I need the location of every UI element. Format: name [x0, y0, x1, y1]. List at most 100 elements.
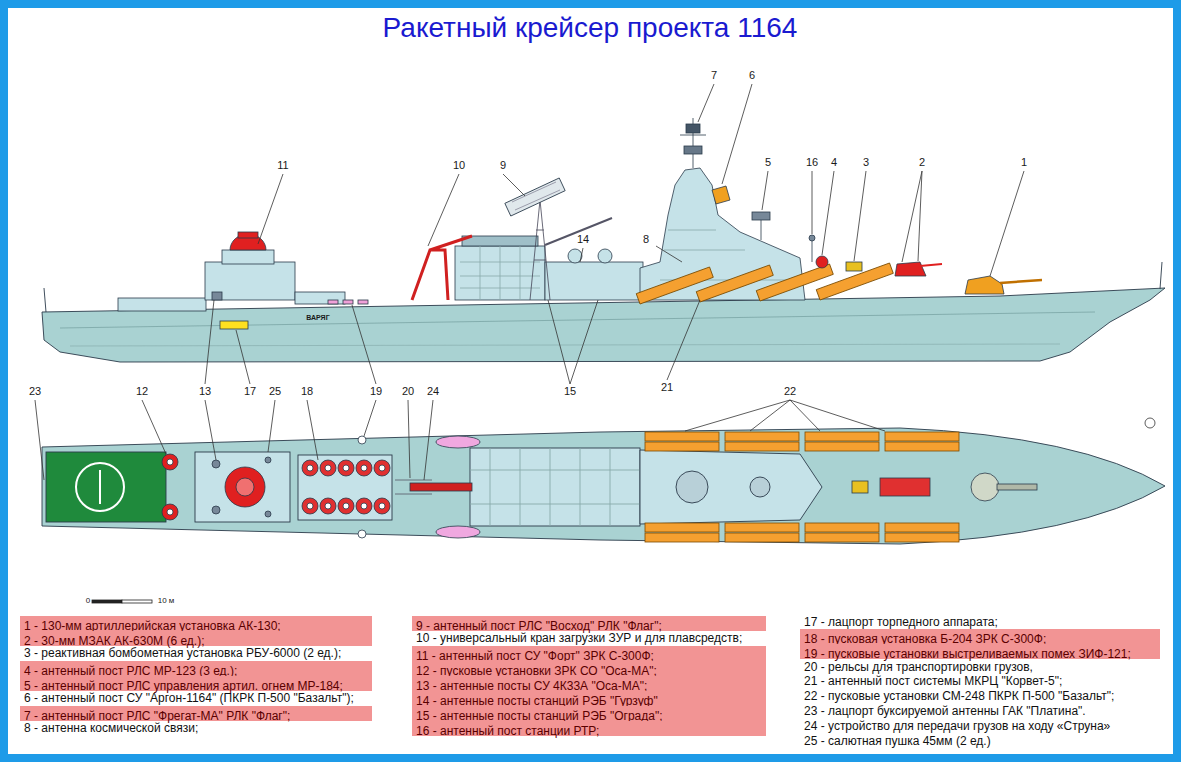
leader-line-part: [268, 400, 275, 452]
scale-label: 0: [86, 596, 90, 606]
top-missile-tubes-part: [805, 432, 879, 441]
top-missile-tubes-part: [645, 442, 719, 451]
top-hull-part: [470, 448, 640, 526]
side-superstructure-part: [118, 298, 206, 311]
callout-number: 5: [765, 156, 771, 169]
scale-bar-part: [122, 600, 152, 603]
side-equipment-part: [512, 182, 560, 210]
top-equipment-part: [852, 481, 868, 493]
top-hull-part: [750, 477, 770, 497]
side-equipment-part: [752, 212, 770, 220]
callout-number: 4: [831, 156, 837, 169]
top-equipment-part: [265, 511, 271, 517]
side-superstructure: [118, 118, 805, 311]
callout-number: 8: [643, 233, 649, 246]
top-equipment-part: [212, 460, 220, 468]
callout-number: 18: [301, 385, 313, 398]
frame-part-part: [320, 498, 336, 514]
legend-text: 25 - салютная пушка 45мм (2 ед.): [804, 734, 991, 748]
side-equipment-part: [238, 232, 258, 238]
top-missile-tubes-part: [645, 432, 719, 441]
side-equipment-part: [530, 200, 550, 300]
ship-name: ВАРЯГ: [306, 314, 329, 322]
leader-line-part: [428, 174, 459, 246]
frame-part-part: [325, 503, 331, 509]
legend-band: 7 - антенный пост РЛС "Фрегат-МА" РЛК "Ф…: [20, 706, 372, 721]
legend-band: 12 - пусковые установки ЗРК СО "Оса-МА";: [412, 661, 766, 676]
legend-text: 10 - универсальный кран загрузки ЗУР и д…: [416, 631, 742, 645]
top-equipment-part: [236, 478, 254, 496]
callout-number: 24: [427, 385, 439, 398]
leader-line-part: [822, 171, 834, 255]
side-weapons-part: [965, 276, 1004, 294]
top-equipment-part: [167, 459, 173, 465]
legend-band: 15 - антенные посты станций РЭБ "Ограда"…: [412, 706, 766, 721]
top-equipment-part: [162, 454, 178, 470]
legend-text: 23 - лацпорт буксируемой антенны ГАК "Пл…: [804, 704, 1086, 718]
frame-part-part: [302, 460, 318, 476]
leader-line-part: [854, 171, 866, 261]
top-equipment-part: [971, 473, 999, 501]
top-hull-part: [470, 448, 640, 526]
callout-number: 3: [863, 156, 869, 169]
top-equipment-part: [1145, 418, 1155, 428]
side-weapons-part: [1000, 280, 1042, 283]
leader-line-part: [902, 171, 922, 262]
frame-part-part: [379, 465, 385, 471]
frame-part-part: [374, 460, 390, 476]
leader-line-part: [352, 305, 376, 436]
side-weapons-part: [846, 262, 862, 271]
scale-bar: [92, 600, 152, 603]
frame-part-part: [356, 498, 372, 514]
leader-line-part: [142, 400, 166, 454]
legend-text: 8 - антенна космической связи;: [24, 721, 198, 735]
leader-line-part: [205, 300, 216, 460]
leader-line-part: [424, 400, 433, 480]
legend-band: 1 - 130-мм артиллерийская установка АК-1…: [20, 616, 372, 631]
top-missile-tubes-part: [885, 432, 959, 441]
frame-part-part: [307, 503, 313, 509]
side-superstructure-part: [545, 262, 643, 300]
legend-band: 11 - антенный пост СУ "Форт" ЗРК С-300Ф;: [412, 646, 766, 661]
legend-band: 16 - антенный пост станции РТР;: [412, 721, 766, 736]
side-equipment-part: [343, 300, 353, 304]
top-hull-part: [195, 452, 290, 522]
frame-part-part: [338, 460, 354, 476]
top-missile-tubes-part: [805, 442, 879, 451]
callout-number: 11: [277, 159, 288, 172]
callout-number: 15: [564, 385, 576, 398]
callout-number: 17: [244, 385, 256, 398]
top-missile-tubes-part: [805, 523, 879, 532]
legend-text: 3 - реактивная бомбометная установка РБУ…: [24, 646, 341, 660]
scale-label: 10 м: [158, 596, 175, 606]
leader-line-part: [667, 300, 700, 380]
frame-part-part: [374, 498, 390, 514]
top-equipment-part: [997, 484, 1037, 490]
side-superstructure-part: [460, 246, 540, 300]
top-equipment-part: [436, 436, 480, 448]
legend-text: 6 - антенный пост СУ "Аргон-1164" (ПКРК …: [24, 691, 354, 705]
frame-part-part: [302, 498, 318, 514]
side-superstructure-part: [568, 249, 582, 263]
legend-band: 9 - антенный пост РЛС "Восход" РЛК "Флаг…: [412, 616, 766, 631]
leader-line-part: [307, 400, 318, 460]
legend-band: 5 - антенный пост РЛС управления артил. …: [20, 676, 372, 691]
callout-number: 1: [1021, 156, 1027, 169]
top-missile-tubes-part: [725, 523, 799, 532]
top-missile-tubes-part: [885, 523, 959, 532]
frame-part-part: [361, 465, 367, 471]
side-weapons-part: [920, 264, 942, 266]
top-missile-tubes-part: [645, 533, 719, 542]
callout-number: 10: [453, 159, 465, 172]
legend-text: 20 - рельсы для транспортировки грузов,: [804, 660, 1033, 674]
top-equipment-part: [436, 526, 480, 538]
callout-number: 21: [661, 381, 673, 394]
leader-line-part: [722, 84, 752, 184]
legend-text: 22 - пусковые установки СМ-248 ПКРК П-50…: [804, 689, 1114, 703]
top-equipment-part: [212, 506, 220, 514]
frame-part-part: [343, 465, 349, 471]
legend-text: 17 - лацпорт торпедного аппарата;: [804, 615, 998, 629]
callout-number: 25: [269, 385, 281, 398]
